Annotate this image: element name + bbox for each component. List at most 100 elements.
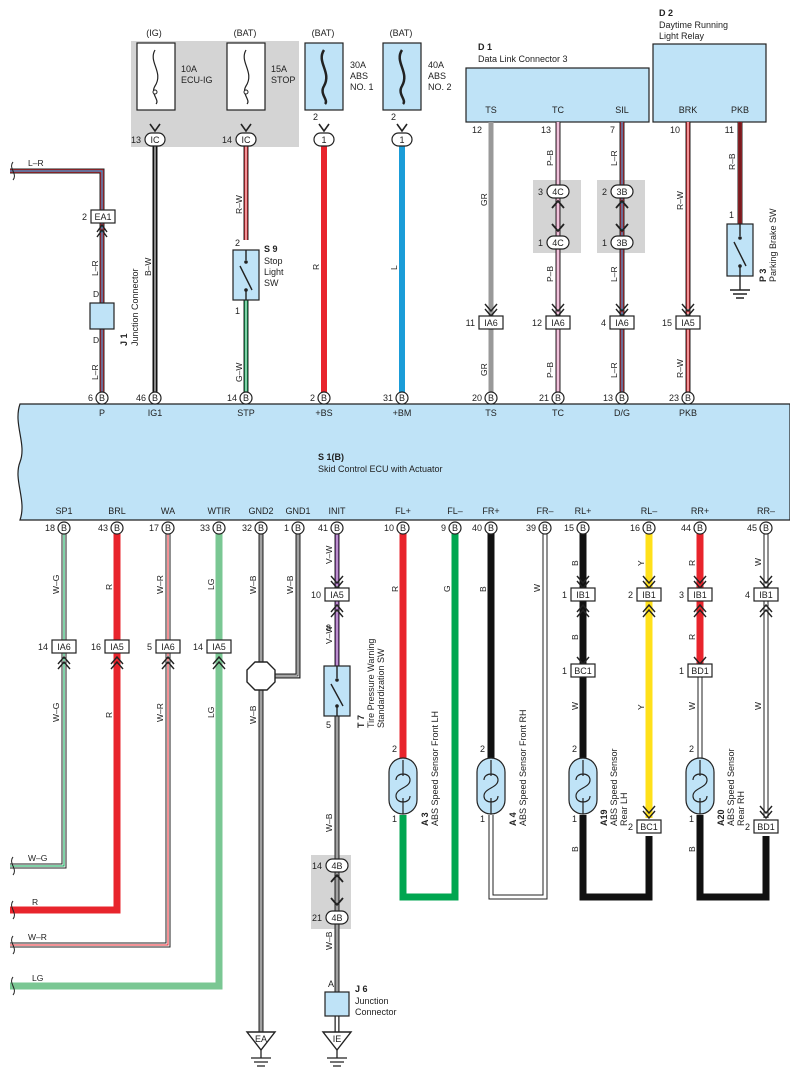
pin-circle <box>642 521 656 535</box>
pin-num: 31 <box>383 393 393 403</box>
pin-num: 10 <box>670 125 680 135</box>
comp-code: P 3 <box>758 269 768 282</box>
pin-num: 40 <box>472 523 482 533</box>
comp-name: Rear LH <box>619 792 629 826</box>
pin-circle <box>448 521 462 535</box>
pin-num: 2 <box>572 744 577 754</box>
wire-label: R <box>687 634 697 640</box>
d1-code: D 1 <box>478 42 492 52</box>
comp-name: Connector <box>355 1007 397 1017</box>
wire-label: W–B <box>324 931 334 950</box>
wire-label: W <box>532 584 542 592</box>
pin-label: BRL <box>108 506 126 516</box>
wire-label: R–W <box>675 191 685 210</box>
fuse-abs-no1: (BAT) 30A ABS NO. 1 <box>304 28 374 111</box>
comp-name: Tire Pressure Warning <box>366 639 376 728</box>
conn-code: IA6 <box>551 318 565 328</box>
pin-num: 16 <box>630 523 640 533</box>
wire-label: L–R <box>609 266 619 282</box>
pin-label: RL+ <box>575 506 592 516</box>
pin-num: 2 <box>480 744 485 754</box>
pin-num: 2 <box>392 744 397 754</box>
pin-num: 11 <box>466 318 475 328</box>
conn-code: 1 <box>321 135 326 145</box>
fuse-name: ABS <box>428 71 446 81</box>
pin-num: 14 <box>193 642 203 652</box>
wire-label: L <box>389 265 399 270</box>
fuse-supply: (BAT) <box>312 28 335 38</box>
pin-circle <box>95 391 109 405</box>
wire-label: W–G <box>28 853 47 863</box>
conn-code: 4C <box>552 187 564 197</box>
conn-code: IA6 <box>615 318 629 328</box>
pin-conn: B <box>555 393 561 403</box>
pin-num: 4 <box>745 590 750 600</box>
pin-conn: B <box>216 523 222 533</box>
d1-pin-ts: TS <box>485 105 497 115</box>
pin-conn: B <box>763 523 769 533</box>
pin-num: 1 <box>679 666 684 676</box>
wire-label: W–B <box>324 813 334 832</box>
pin-conn: B <box>619 393 625 403</box>
fuse-name-2: NO. 1 <box>350 82 374 92</box>
fuse-rating: 10A <box>181 64 197 74</box>
junction-connector-j1: J 1 Junction Connector <box>119 268 140 346</box>
pin-label: GND2 <box>248 506 273 516</box>
pin-circle <box>681 391 695 405</box>
wire-label: LG <box>206 707 216 718</box>
pin-label: INIT <box>329 506 347 516</box>
pin-label: RR– <box>757 506 775 516</box>
wire-label: P–B <box>545 266 555 282</box>
wire-label: D <box>93 335 99 345</box>
comp-name: SW <box>264 278 279 288</box>
d2-pin-pkb: PKB <box>731 105 749 115</box>
wire-label: GR <box>479 363 489 376</box>
pin-conn: B <box>399 393 405 403</box>
d2-pin-brk: BRK <box>679 105 698 115</box>
pin-conn: B <box>334 523 340 533</box>
pin-circle <box>57 521 71 535</box>
wire-label: Y <box>636 560 646 566</box>
pin-num: 14 <box>227 393 237 403</box>
wire-label: P–B <box>545 362 555 378</box>
pin-circle <box>759 521 773 535</box>
fuse-rating: 30A <box>350 60 366 70</box>
conn-code: 3B <box>616 187 627 197</box>
pin-label: FL– <box>447 506 463 516</box>
wire-label: R <box>390 586 400 592</box>
pin-conn: B <box>258 523 264 533</box>
pin-num: 3 <box>538 187 543 197</box>
skid-control-ecu: S 1(B) Skid Control ECU with Actuator <box>17 403 790 521</box>
wire-label: G–W <box>234 363 244 382</box>
pin-label: TS <box>485 408 497 418</box>
pin-circle <box>484 521 498 535</box>
pin-num: 14 <box>38 642 48 652</box>
ecu-pin: B6P <box>88 391 109 418</box>
wire-label: W–R <box>155 703 165 722</box>
pin-num: 3 <box>679 590 684 600</box>
pin-num: 39 <box>526 523 536 533</box>
conn-code: IB1 <box>576 590 590 600</box>
pin-circle <box>291 521 305 535</box>
pin-num: 13 <box>603 393 613 403</box>
pin-circle <box>110 521 124 535</box>
conn-code: 4B <box>331 861 342 871</box>
pin-circle <box>212 521 226 535</box>
pin-num: 2 <box>689 744 694 754</box>
d1-pin-sil: SIL <box>615 105 629 115</box>
conn-code: 1 <box>399 135 404 145</box>
fuse-name: ECU-IG <box>181 75 213 85</box>
wire-label: W–B <box>248 705 258 724</box>
wire-label: B <box>570 846 580 852</box>
pin-num: 2 <box>235 238 240 248</box>
fuse-abs-no2: (BAT) 40A ABS NO. 2 <box>382 28 452 111</box>
wire-label: R–W <box>675 359 685 378</box>
daytime-running-light-relay: D 2 Daytime Running Light Relay BRK PKB … <box>652 8 767 135</box>
pin-num: 33 <box>200 523 210 533</box>
pin-label: D/G <box>614 408 630 418</box>
